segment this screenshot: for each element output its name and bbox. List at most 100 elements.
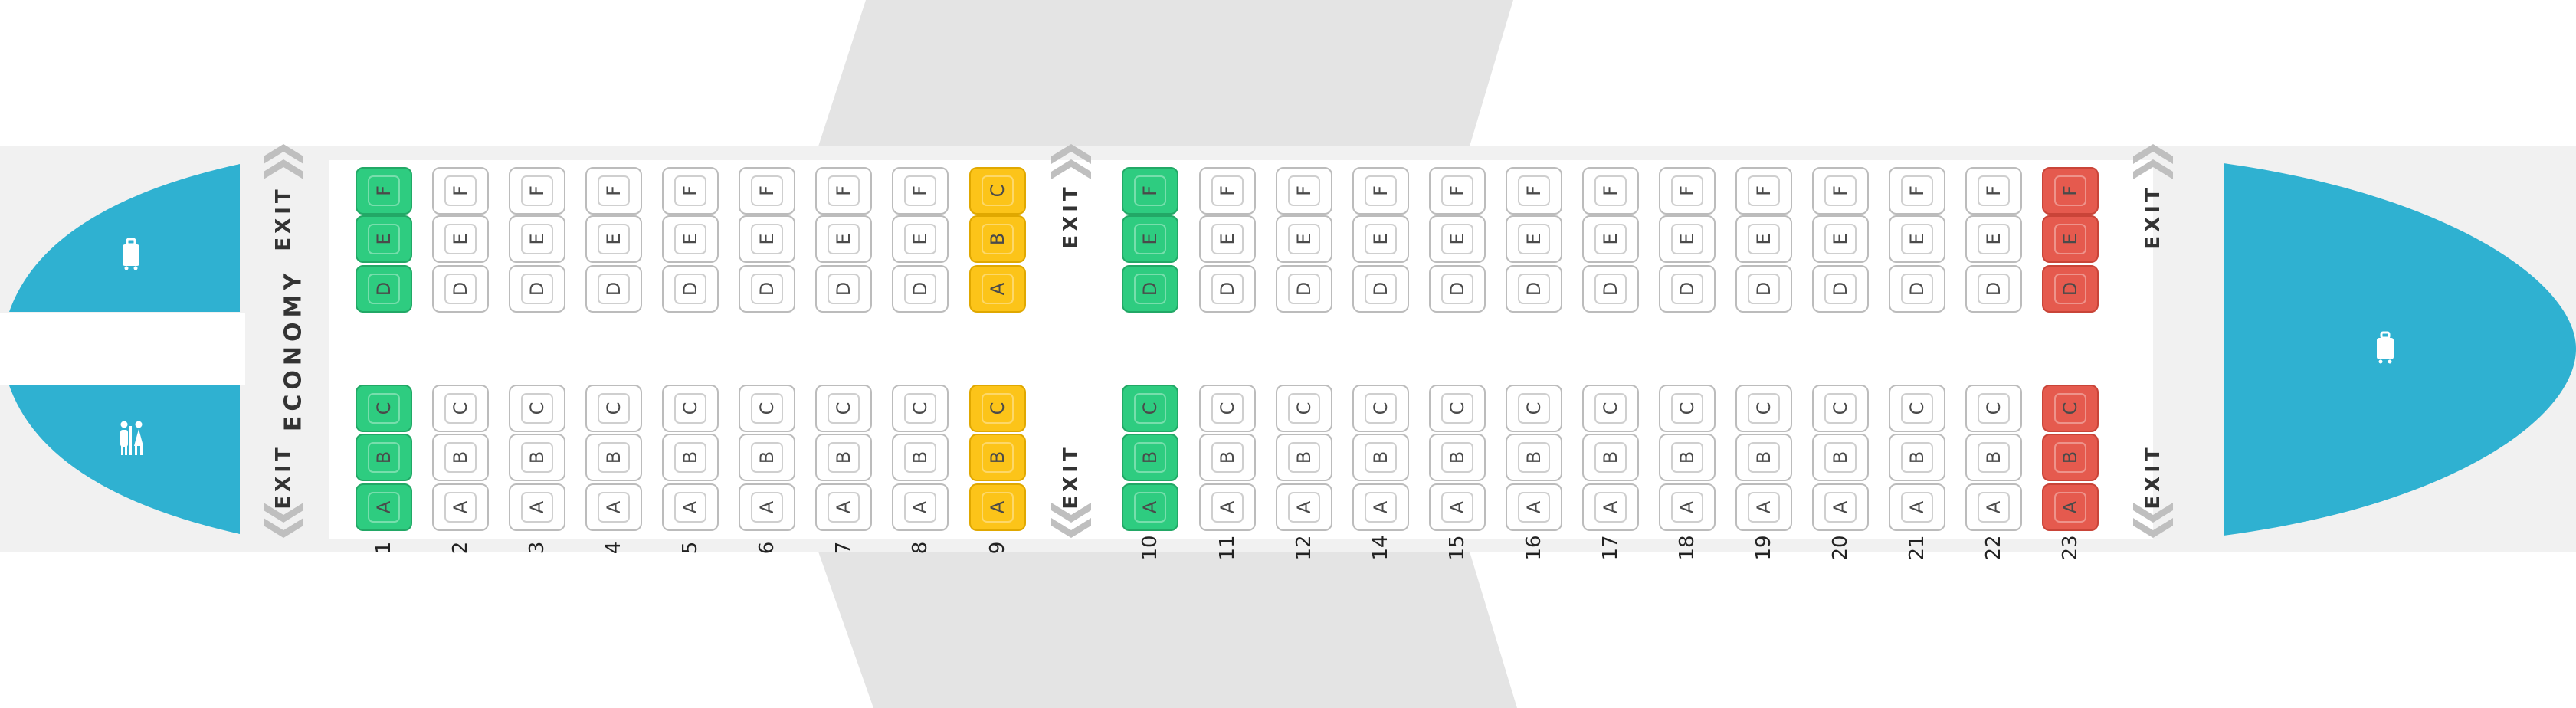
seat-7B[interactable]: B [815,434,872,481]
seat-23A[interactable]: A [2042,483,2099,531]
seat-18A[interactable]: A [1659,483,1716,531]
seat-6B[interactable]: B [739,434,795,481]
seat-23B[interactable]: B [2042,434,2099,481]
seat-5F[interactable]: F [662,167,719,215]
seat-5D[interactable]: D [662,265,719,313]
seat-6F[interactable]: F [739,167,795,215]
seat-23F[interactable]: F [2042,167,2099,215]
seat-7C[interactable]: C [815,385,872,432]
seat-5E[interactable]: E [662,215,719,263]
seat-2D[interactable]: D [432,265,489,313]
seat-20A[interactable]: A [1812,483,1869,531]
seat-21A[interactable]: A [1889,483,1945,531]
seat-8C[interactable]: C [892,385,949,432]
seat-3D[interactable]: D [509,265,565,313]
seat-19C[interactable]: C [1735,385,1792,432]
seat-1B[interactable]: B [356,434,412,481]
seat-8A[interactable]: A [892,483,949,531]
seat-12E[interactable]: E [1276,215,1332,263]
seat-10A[interactable]: A [1122,483,1178,531]
seat-4F[interactable]: F [585,167,642,215]
seat-17C[interactable]: C [1582,385,1639,432]
seat-17D[interactable]: D [1582,265,1639,313]
seat-22A[interactable]: A [1965,483,2022,531]
seat-2A[interactable]: A [432,483,489,531]
seat-7F[interactable]: F [815,167,872,215]
seat-22C[interactable]: C [1965,385,2022,432]
seat-21B[interactable]: B [1889,434,1945,481]
seat-5A[interactable]: A [662,483,719,531]
seat-8E[interactable]: E [892,215,949,263]
seat-8B[interactable]: B [892,434,949,481]
seat-16D[interactable]: D [1506,265,1562,313]
seat-20C[interactable]: C [1812,385,1869,432]
seat-1D[interactable]: D [356,265,412,313]
seat-7E[interactable]: E [815,215,872,263]
seat-6E[interactable]: E [739,215,795,263]
seat-15B[interactable]: B [1429,434,1486,481]
seat-3A[interactable]: A [509,483,565,531]
seat-4A[interactable]: A [585,483,642,531]
seat-23C[interactable]: C [2042,385,2099,432]
seat-5B[interactable]: B [662,434,719,481]
seat-14F[interactable]: F [1352,167,1409,215]
seat-5C[interactable]: C [662,385,719,432]
seat-14E[interactable]: E [1352,215,1409,263]
seat-9A[interactable]: A [969,483,1026,531]
seat-7D[interactable]: D [815,265,872,313]
seat-10E[interactable]: E [1122,215,1178,263]
seat-14B[interactable]: B [1352,434,1409,481]
seat-16B[interactable]: B [1506,434,1562,481]
seat-11B[interactable]: B [1199,434,1256,481]
seat-18E[interactable]: E [1659,215,1716,263]
seat-3E[interactable]: E [509,215,565,263]
seat-14D[interactable]: D [1352,265,1409,313]
seat-3B[interactable]: B [509,434,565,481]
seat-18F[interactable]: F [1659,167,1716,215]
seat-22E[interactable]: E [1965,215,2022,263]
seat-2E[interactable]: E [432,215,489,263]
seat-10F[interactable]: F [1122,167,1178,215]
seat-19D[interactable]: D [1735,265,1792,313]
seat-1A[interactable]: A [356,483,412,531]
seat-12F[interactable]: F [1276,167,1332,215]
seat-1F[interactable]: F [356,167,412,215]
seat-22F[interactable]: F [1965,167,2022,215]
seat-2B[interactable]: B [432,434,489,481]
seat-10C[interactable]: C [1122,385,1178,432]
seat-9B[interactable]: B [969,215,1026,263]
seat-20E[interactable]: E [1812,215,1869,263]
seat-2C[interactable]: C [432,385,489,432]
seat-21F[interactable]: F [1889,167,1945,215]
seat-11D[interactable]: D [1199,265,1256,313]
seat-17F[interactable]: F [1582,167,1639,215]
seat-8F[interactable]: F [892,167,949,215]
seat-15E[interactable]: E [1429,215,1486,263]
seat-1C[interactable]: C [356,385,412,432]
seat-12B[interactable]: B [1276,434,1332,481]
seat-2F[interactable]: F [432,167,489,215]
seat-3C[interactable]: C [509,385,565,432]
seat-12A[interactable]: A [1276,483,1332,531]
seat-19E[interactable]: E [1735,215,1792,263]
seat-19B[interactable]: B [1735,434,1792,481]
seat-19A[interactable]: A [1735,483,1792,531]
seat-18D[interactable]: D [1659,265,1716,313]
seat-22D[interactable]: D [1965,265,2022,313]
seat-8D[interactable]: D [892,265,949,313]
seat-15A[interactable]: A [1429,483,1486,531]
seat-12C[interactable]: C [1276,385,1332,432]
seat-9C[interactable]: C [969,167,1026,215]
seat-16C[interactable]: C [1506,385,1562,432]
seat-12D[interactable]: D [1276,265,1332,313]
seat-9C[interactable]: C [969,385,1026,432]
seat-17E[interactable]: E [1582,215,1639,263]
seat-10B[interactable]: B [1122,434,1178,481]
seat-18C[interactable]: C [1659,385,1716,432]
seat-20D[interactable]: D [1812,265,1869,313]
seat-4B[interactable]: B [585,434,642,481]
seat-19F[interactable]: F [1735,167,1792,215]
seat-11F[interactable]: F [1199,167,1256,215]
seat-11E[interactable]: E [1199,215,1256,263]
seat-20B[interactable]: B [1812,434,1869,481]
